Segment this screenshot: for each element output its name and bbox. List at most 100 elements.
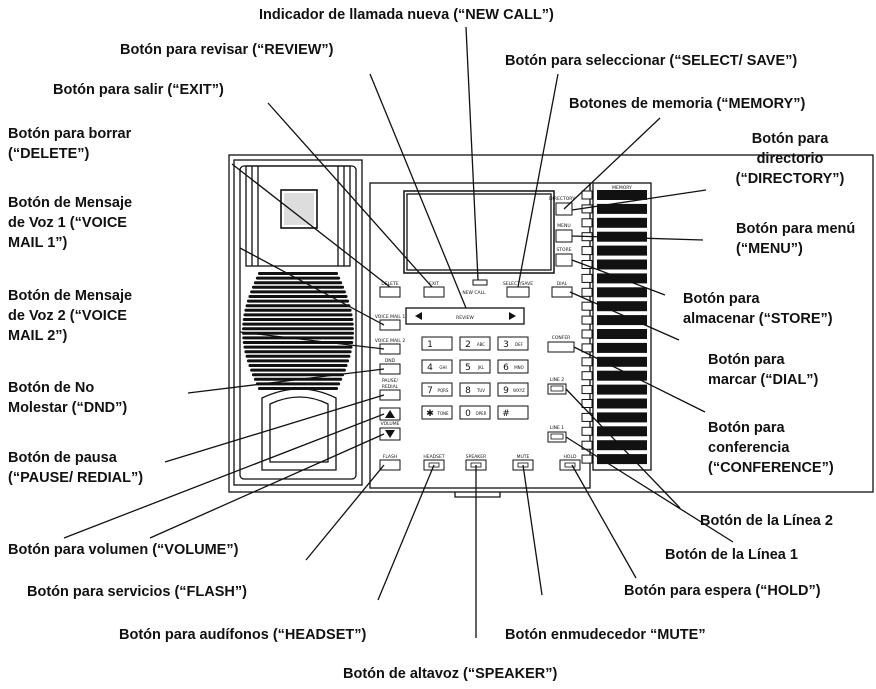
- grille-bar: [246, 299, 350, 303]
- memory-label-strip: [597, 412, 647, 423]
- callout-conference: Botón para conferencia (“CONFERENCE”): [708, 418, 834, 478]
- callout-voice-mail-2: Botón de Mensaje de Voz 2 (“VOICE MAIL 2…: [8, 286, 132, 346]
- memory-key: [581, 260, 593, 269]
- menu-label: MENU: [557, 223, 570, 229]
- grille-bar: [245, 354, 351, 358]
- callout-voice-mail-1: Botón de Mensaje de Voz 1 (“VOICE MAIL 1…: [8, 193, 132, 253]
- memory-key: [581, 329, 593, 339]
- line-1-label: LINE 1: [550, 425, 564, 431]
- memory-key: [581, 399, 593, 408]
- memory-label-strip: [597, 440, 647, 451]
- memory-label-strip: [597, 356, 647, 367]
- grille-bar: [251, 285, 345, 289]
- callout-dial: Botón para marcar (“DIAL”): [708, 350, 818, 390]
- dial-key: [551, 286, 573, 298]
- dial-key: [421, 336, 453, 351]
- dial-key: [421, 405, 453, 420]
- memory-key: [581, 426, 593, 436]
- dial-key-letters: GHI: [439, 365, 446, 370]
- grille-bar: [245, 304, 351, 308]
- memory-key: [581, 273, 593, 283]
- handset-earpiece: [280, 189, 318, 229]
- speaker-grille: [242, 272, 354, 390]
- memory-key: [581, 246, 593, 256]
- menu-key: [555, 229, 573, 243]
- grille-bar: [243, 313, 353, 317]
- lcd-screen: [403, 190, 555, 274]
- memory-key: [581, 440, 593, 450]
- memory-label-strip: [597, 315, 647, 326]
- dial-key: [459, 405, 491, 420]
- conference-key: [547, 341, 575, 353]
- callout-dnd-line-1: Botón de No: [8, 380, 95, 396]
- delete-key-label: DELETE: [381, 281, 398, 287]
- memory-label-strip: [597, 231, 647, 242]
- callout-menu-line-2: (“MENU”): [736, 241, 803, 257]
- memory-label-strip: [597, 398, 647, 409]
- grille-bar: [242, 318, 354, 321]
- line-2-label: LINE 2: [550, 377, 564, 383]
- memory-keys: [581, 190, 647, 465]
- dial-key: [421, 382, 453, 397]
- memory-label-strip: [597, 259, 647, 270]
- dial-key-letters: OPER: [476, 411, 487, 416]
- headset-label: HEADSET: [423, 454, 444, 460]
- grille-bar: [255, 382, 341, 386]
- grille-bar: [243, 345, 353, 349]
- dial-key-digit: #: [502, 409, 510, 419]
- select-save-key: [506, 286, 530, 298]
- exit-key: [423, 286, 445, 298]
- dial-key-letters: DEF: [515, 342, 524, 347]
- grille-bar: [250, 368, 346, 372]
- phone-body: [228, 154, 874, 493]
- grille-bar: [257, 387, 339, 390]
- callout-flash: Botón para servicios (“FLASH”): [27, 584, 247, 600]
- dial-key: [497, 336, 529, 351]
- callout-volume: Botón para volumen (“VOLUME”): [8, 542, 239, 558]
- callout-dnd-line-2: Molestar (“DND”): [8, 400, 128, 416]
- memory-key: [581, 190, 593, 200]
- new-call-indicator: [472, 279, 488, 286]
- memory-label-strip: [597, 384, 647, 395]
- grille-bar: [244, 350, 352, 354]
- callout-memory: Botones de memoria (“MEMORY”): [569, 96, 806, 112]
- callout-dial-line-2: marcar (“DIAL”): [708, 372, 819, 388]
- dial-key: [497, 405, 529, 420]
- review-nav-key: [405, 307, 525, 325]
- callout-dial-line-1: Botón para: [708, 352, 785, 368]
- memory-label-strip: [597, 426, 647, 437]
- handset-cradle: [233, 159, 363, 486]
- dial-key: [421, 359, 453, 374]
- grille-bar: [248, 295, 348, 298]
- dial-key-digit: 8: [465, 386, 471, 396]
- flash-label: FLASH: [383, 454, 398, 460]
- callout-store-line-2: almacenar (“STORE”): [683, 311, 833, 327]
- volume-label: VOLUME: [381, 421, 400, 427]
- grille-bar: [242, 327, 354, 331]
- nav-right-arrow: [509, 312, 516, 320]
- callout-review: Botón para revisar (“REVIEW”): [120, 42, 334, 58]
- grille-bar: [242, 331, 354, 335]
- callout-directory-line-2: directorio: [756, 151, 824, 167]
- callout-directory: Botón para directorio (“DIRECTORY”): [715, 129, 865, 189]
- hold-label: HOLD: [564, 454, 577, 460]
- memory-label-strip: [597, 190, 647, 200]
- dial-key-letters: PQRS: [438, 388, 449, 393]
- dial-key-digit: 4: [427, 363, 433, 373]
- voice-mail-1-label: VOICE MAIL 1: [375, 314, 406, 320]
- memory-key: [581, 315, 593, 325]
- voice-mail-1-key: [379, 319, 401, 331]
- grille-bar: [244, 308, 352, 312]
- memory-label-strip: [597, 342, 647, 353]
- dial-key-letters: JKL: [477, 365, 485, 370]
- dial-key: [497, 359, 529, 374]
- grille-bar: [251, 373, 345, 377]
- pause-redial-key: [379, 389, 401, 401]
- callout-pause-line-2: (“PAUSE/ REDIAL”): [8, 470, 144, 486]
- memory-label-strip: [597, 454, 647, 465]
- store-key: [555, 253, 573, 267]
- memory-key: [581, 301, 593, 311]
- exit-key-label: EXIT: [429, 281, 439, 287]
- callout-menu-line-1: Botón para menú: [736, 221, 856, 237]
